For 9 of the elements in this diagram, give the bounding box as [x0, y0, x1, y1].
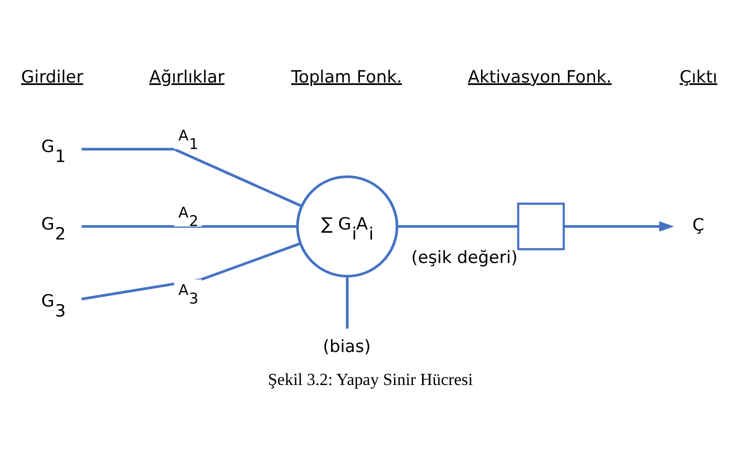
- label: Toplam Fonk.: [291, 66, 402, 86]
- node-text: Ç: [692, 214, 704, 234]
- label: Çıktı: [680, 66, 718, 86]
- caption: Şekil 3.2: Yapay Sinir Hücresi: [268, 370, 473, 390]
- label: Ağırlıklar: [149, 66, 224, 86]
- node-text: (bias): [322, 336, 371, 356]
- label: Girdiler: [21, 66, 84, 86]
- node-label: (eşik değeri): [411, 246, 518, 267]
- label: Aktivasyon Fonk.: [468, 66, 612, 86]
